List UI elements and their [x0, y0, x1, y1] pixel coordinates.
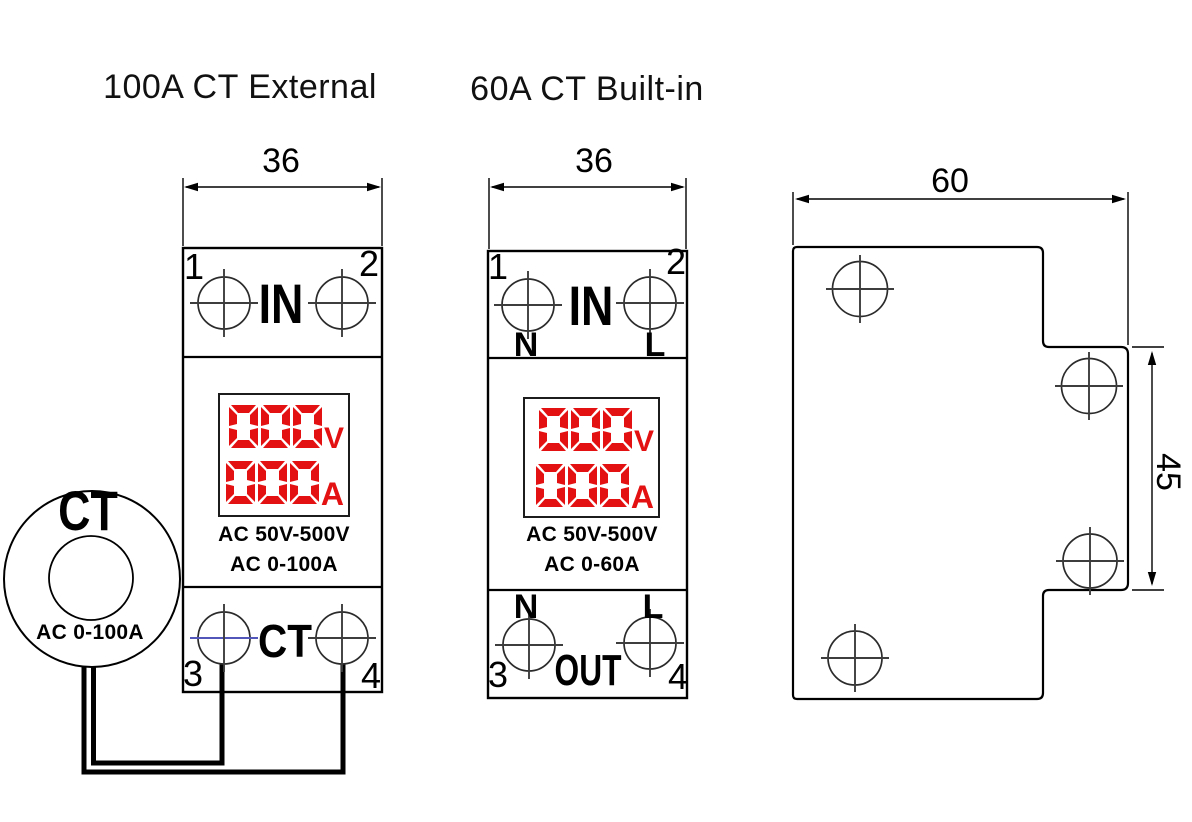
ct-ring-range: AC 0-100A — [36, 621, 144, 644]
left-device-title: 100A CT External — [103, 68, 377, 106]
left-terminal-4-screw-icon — [308, 604, 376, 672]
ct-ring-icon — [3, 490, 181, 668]
seven-segment-digit — [535, 464, 565, 507]
side-screw-bottom-left-icon — [821, 624, 889, 692]
middle-display-current-row: A — [535, 464, 658, 513]
seven-segment-digit — [599, 464, 629, 507]
middle-out-neutral-label: N — [513, 588, 539, 626]
seven-segment-digit — [292, 405, 322, 448]
left-display-voltage-unit: V — [323, 422, 344, 455]
side-view-width-dimension — [792, 192, 1129, 345]
left-device-ct-label: CT — [258, 615, 312, 667]
left-device-width-dimension — [182, 178, 383, 246]
side-screw-upper-right-icon — [1055, 352, 1123, 420]
middle-terminal-2-number: 2 — [665, 241, 687, 282]
ct-ring-inner-circle — [48, 535, 134, 621]
middle-terminal-1-number: 1 — [487, 246, 509, 287]
middle-display-voltage-digits — [538, 408, 632, 451]
left-device-voltage-range: AC 50V-500V — [218, 523, 350, 546]
middle-in-neutral-label: N — [513, 326, 539, 364]
left-device-lcd-display: V A — [218, 393, 350, 517]
left-device-width-value: 36 — [262, 142, 300, 180]
dimension-arrow-icon — [367, 182, 381, 192]
side-view-height-dimension — [1132, 346, 1164, 591]
left-device-in-label: IN — [258, 272, 304, 335]
middle-in-live-label: L — [644, 326, 666, 364]
middle-device-in-label: IN — [568, 274, 614, 337]
dimension-arrow-icon — [1147, 572, 1157, 586]
dimension-arrow-icon — [795, 194, 809, 204]
middle-display-current-unit: A — [630, 479, 654, 515]
left-display-voltage-row: V — [228, 405, 348, 454]
middle-terminal-3-number: 3 — [487, 654, 509, 695]
side-screw-lower-right-icon — [1056, 527, 1124, 595]
seven-segment-digit — [257, 461, 287, 504]
ct-wire-to-terminal-4 — [81, 650, 346, 775]
dimension-arrow-icon — [1112, 194, 1126, 204]
middle-terminal-4-screw-icon — [616, 609, 684, 677]
seven-segment-digit — [567, 464, 597, 507]
left-display-current-unit: A — [320, 476, 344, 512]
left-terminal-2-screw-icon — [308, 269, 376, 337]
side-view-width-value: 60 — [931, 162, 969, 200]
middle-device-width-value: 36 — [575, 142, 613, 180]
middle-display-voltage-row: V — [538, 408, 658, 457]
seven-segment-digit — [602, 408, 632, 451]
left-terminal-1-number: 1 — [183, 246, 205, 287]
side-screw-top-left-icon — [826, 255, 894, 323]
dimension-arrow-layer — [184, 182, 1157, 586]
middle-device-lcd-display: V A — [523, 397, 660, 518]
middle-device-width-dimension — [488, 178, 687, 249]
middle-terminal-4-number: 4 — [667, 656, 689, 697]
middle-terminal-2-screw-icon — [616, 269, 684, 337]
middle-display-voltage-unit: V — [633, 425, 654, 458]
left-terminal-3-screw-icon — [190, 604, 258, 672]
ct-ring-label: CT — [58, 479, 118, 542]
dimension-arrow-icon — [671, 182, 685, 192]
left-display-current-row: A — [225, 461, 348, 510]
seven-segment-digit — [570, 408, 600, 451]
left-display-current-digits — [225, 461, 319, 504]
middle-terminal-3-screw-icon — [495, 611, 563, 679]
seven-segment-digit — [225, 461, 255, 504]
ct-wire-to-terminal-3 — [91, 650, 225, 766]
dimension-arrow-icon — [1147, 351, 1157, 365]
left-terminal-2-number: 2 — [358, 243, 380, 284]
seven-segment-digit — [538, 408, 568, 451]
left-terminal-3-number: 3 — [182, 653, 204, 694]
side-view-height-value: 45 — [1149, 453, 1187, 491]
side-view-outline — [791, 245, 1130, 701]
middle-device-current-range: AC 0-60A — [544, 553, 640, 576]
left-display-voltage-digits — [228, 405, 322, 448]
dimension-arrow-icon — [490, 182, 504, 192]
left-terminal-4-number: 4 — [360, 655, 382, 696]
seven-segment-digit — [289, 461, 319, 504]
middle-device-voltage-range: AC 50V-500V — [526, 523, 658, 546]
middle-terminal-1-screw-icon — [494, 271, 562, 339]
screw-layer — [190, 255, 1124, 692]
left-terminal-1-screw-icon — [190, 269, 258, 337]
seven-segment-digit — [228, 405, 258, 448]
middle-device-out-label: OUT — [554, 646, 622, 695]
middle-display-current-digits — [535, 464, 629, 507]
middle-out-live-label: L — [642, 588, 664, 626]
left-device-current-range: AC 0-100A — [230, 553, 338, 576]
middle-device-title: 60A CT Built-in — [470, 70, 704, 108]
seven-segment-digit — [260, 405, 290, 448]
dimension-arrow-icon — [184, 182, 198, 192]
